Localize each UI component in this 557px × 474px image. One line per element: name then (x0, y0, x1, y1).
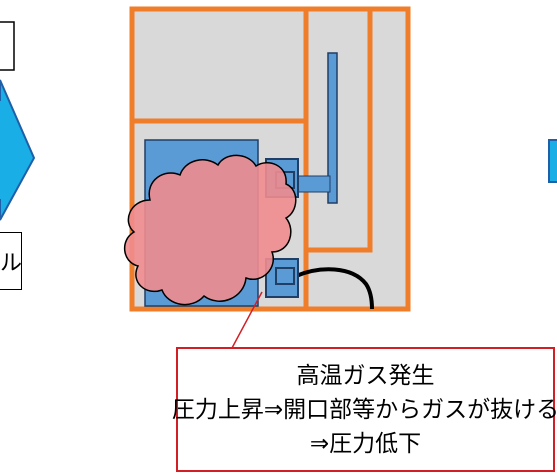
cloud-icon (124, 154, 297, 306)
left-edge-fragments (0, 21, 36, 221)
arrow-right-icon (548, 139, 557, 183)
callout-line-1: 高温ガス発生 (296, 362, 435, 389)
cabinet-inner-channel (306, 9, 373, 253)
busbar-connector (295, 175, 331, 193)
left-top-box-fragment (0, 21, 15, 71)
callout-line-3: ⇒圧力低下 (309, 430, 422, 457)
left-fragment-label: ル (0, 232, 22, 290)
left-fragment-label-text: ル (0, 251, 22, 276)
cable (295, 267, 374, 310)
callout-leader (231, 291, 263, 349)
busbar-vertical (327, 52, 338, 204)
callout-box: 高温ガス発生 圧力上昇⇒開口部等からガスが抜ける ⇒圧力低下 (172, 347, 557, 472)
arrow-right-icon (0, 79, 36, 221)
callout-line-2: 圧力上昇⇒開口部等からガスが抜ける (171, 396, 557, 423)
terminal-block-lower-inner (275, 267, 295, 285)
